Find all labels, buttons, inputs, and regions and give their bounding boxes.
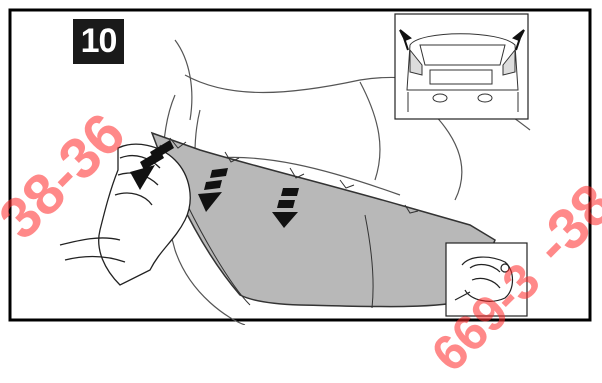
clip-detail-inset: [446, 243, 527, 316]
hand-icon: [60, 144, 190, 285]
car-rear-inset: [395, 14, 528, 119]
bumper-panel: [152, 133, 495, 307]
step-number-badge: 10: [73, 19, 124, 64]
